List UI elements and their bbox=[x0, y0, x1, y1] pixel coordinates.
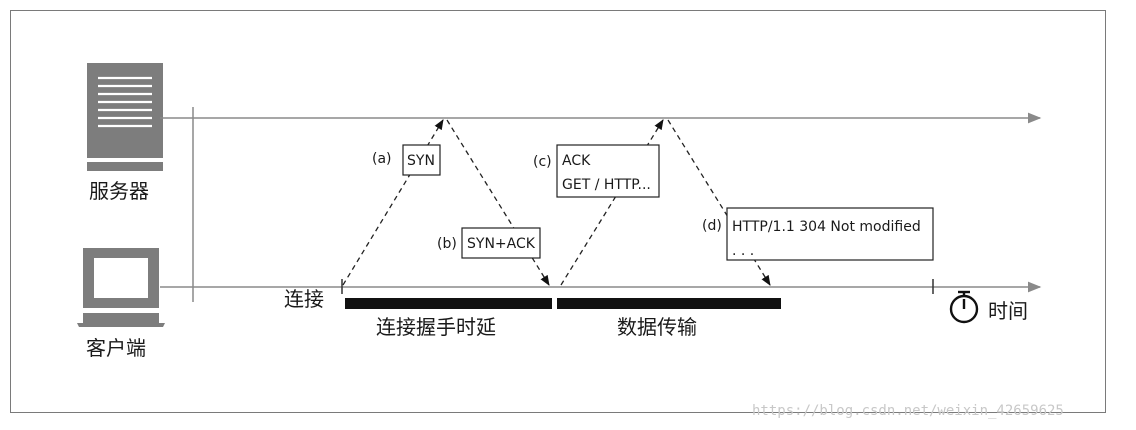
transfer-bar bbox=[557, 298, 781, 309]
get-text: GET / HTTP... bbox=[562, 177, 651, 193]
server-icon bbox=[87, 63, 163, 171]
ack-text: ACK bbox=[562, 153, 591, 169]
time-label: 时间 bbox=[988, 299, 1028, 323]
tag-d: (d) bbox=[702, 218, 722, 234]
syn-box bbox=[402, 144, 441, 176]
tag-a: (a) bbox=[372, 151, 392, 167]
syn-text: SYN bbox=[407, 153, 435, 169]
server-label: 服务器 bbox=[89, 179, 149, 203]
response-ellipsis: . . . bbox=[732, 243, 754, 259]
computer-icon bbox=[77, 248, 165, 327]
ack-get-box bbox=[556, 144, 660, 198]
tag-c: (c) bbox=[533, 154, 552, 170]
response-box bbox=[726, 207, 934, 261]
watermark: https://blog.csdn.net/weixin_42659625 bbox=[752, 403, 1064, 419]
response-text: HTTP/1.1 304 Not modified bbox=[732, 219, 921, 235]
client-label: 客户端 bbox=[86, 336, 146, 360]
stopwatch-icon bbox=[949, 290, 979, 324]
syn-ack-box bbox=[461, 227, 541, 259]
connect-label: 连接 bbox=[284, 287, 324, 311]
tag-b: (b) bbox=[437, 236, 457, 252]
diagram-frame bbox=[10, 10, 1106, 413]
handshake-label: 连接握手时延 bbox=[376, 315, 496, 339]
handshake-bar bbox=[345, 298, 552, 309]
syn-ack-text: SYN+ACK bbox=[467, 236, 536, 252]
transfer-label: 数据传输 bbox=[617, 315, 697, 339]
arrow-syn-ack bbox=[446, 119, 550, 286]
